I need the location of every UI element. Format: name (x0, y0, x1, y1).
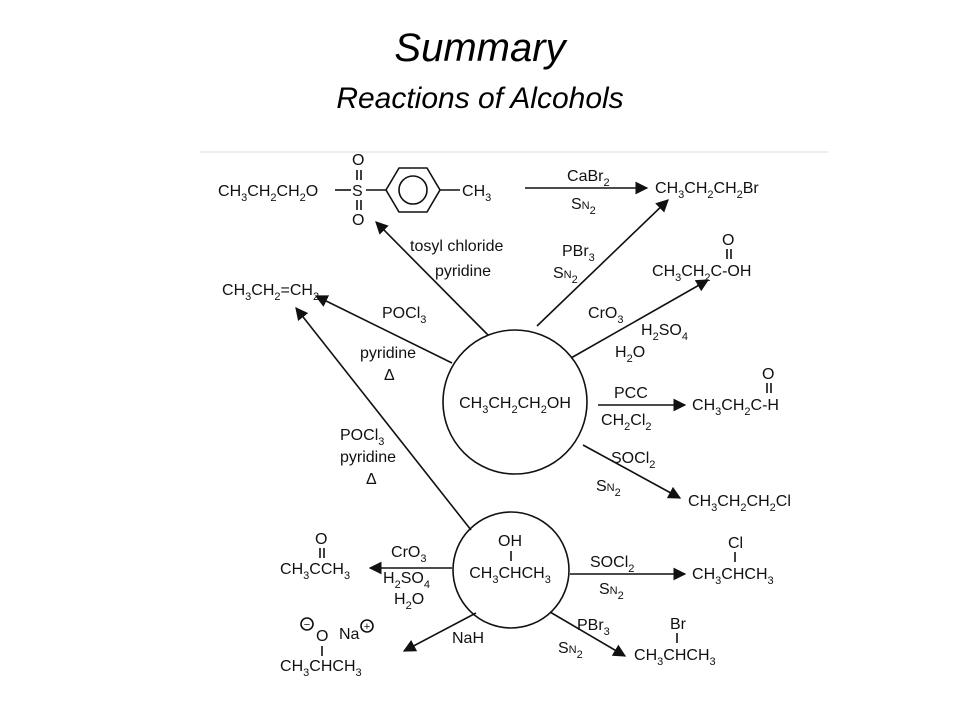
arrow-elimination-isopropanol (295, 306, 472, 531)
aldehyde-product: CH3CH2C-H (692, 397, 779, 418)
reagent-sn2-socl2-isopropanol: SN2 (599, 581, 624, 602)
reagent-cro3-ketone: CrO3 (391, 544, 426, 565)
tosylate-methyl: CH3 (462, 183, 491, 204)
tosylate-oxygen-bottom: O (352, 212, 364, 229)
reagent-pcc: PCC (614, 385, 648, 402)
positive-charge-symbol: + (364, 621, 370, 633)
reagent-sn2-socl2-propanol: SN2 (596, 478, 621, 499)
acid-oxygen: O (722, 232, 734, 249)
positive-charge-circle (360, 619, 374, 633)
alkene-product: CH3CH2=CH2 (222, 282, 319, 303)
slide-subtitle: Reactions of Alcohols (336, 82, 624, 115)
reagent-sn2-pbr3: SN2 (553, 265, 578, 286)
reagent-socl2-propanol: SOCl2 (611, 450, 655, 471)
propanol-formula: CH3CH2CH2OH (459, 395, 571, 416)
tosylate-chain: CH3CH2CH2O (218, 183, 318, 204)
iso-chloride-chain: CH3CHCH3 (692, 566, 774, 587)
iso-bromide-br: Br (670, 616, 687, 633)
arrow-elimination-propanol (314, 295, 453, 364)
reagent-sn2-pbr3-isopropanol: SN2 (558, 640, 583, 661)
reagent-h2o-ketone: H2O (394, 591, 424, 612)
arrow-socl2-propanol (582, 444, 682, 499)
acid-product: CH3CH2C-OH (652, 263, 751, 284)
reagent-socl2-isopropanol: SOCl2 (590, 554, 634, 575)
arrow-pbr3-isopropanol (549, 611, 627, 657)
ketone-oxygen: O (315, 531, 327, 548)
reagent-pbr3-isopropanol: PBr3 (577, 617, 610, 638)
slide-title: Summary (394, 26, 566, 70)
alkoxide-chain: CH3CHCH3 (280, 658, 362, 679)
isopropanol-circle (452, 511, 570, 629)
reagent-heat-propanol: Δ (384, 367, 395, 384)
alkoxide-oxygen: O (316, 628, 328, 645)
reagent-h2so4-acid: H2SO4 (641, 322, 688, 343)
reagent-nah: NaH (452, 630, 484, 647)
reagent-heat-isopropanol: Δ (366, 471, 377, 488)
tosylate-sulfur: S (352, 183, 363, 200)
iso-chloride-cl: Cl (728, 535, 743, 552)
aldehyde-oxygen: O (762, 366, 774, 383)
reagent-pocl3-propanol: POCl3 (382, 305, 426, 326)
reagent-pyridine-propanol: pyridine (360, 345, 416, 362)
arrow-nah (402, 612, 477, 652)
reagent-h2o-acid: H2O (615, 344, 645, 365)
arrow-tosylation (375, 221, 489, 336)
ketone-product: CH3CCH3 (280, 561, 350, 582)
propanol-circle (442, 329, 588, 475)
negative-charge-symbol: − (304, 619, 310, 631)
isopropanol-chain: CH3CHCH3 (469, 565, 551, 586)
alkoxide-sodium: Na (339, 626, 360, 643)
negative-charge-circle (300, 617, 314, 631)
reagent-pbr3-bromide: PBr3 (562, 243, 595, 264)
reagent-ch2cl2: CH2Cl2 (601, 412, 652, 433)
reagent-pyridine-isopropanol: pyridine (340, 449, 396, 466)
benzene-ring (385, 167, 441, 213)
isopropanol-oh: OH (498, 533, 522, 550)
reagent-cro3-acid: CrO3 (588, 305, 623, 326)
reagent-sn2-cabr2: SN2 (571, 196, 596, 217)
reagent-pocl3-isopropanol: POCl3 (340, 427, 384, 448)
tosylate-oxygen-top: O (352, 152, 364, 169)
iso-bromide-chain: CH3CHCH3 (634, 647, 716, 668)
chloride-product: CH3CH2CH2Cl (688, 493, 791, 514)
bromide-product: CH3CH2CH2Br (655, 180, 759, 201)
reagent-h2so4-ketone: H2SO4 (383, 570, 430, 591)
reagent-cabr2: CaBr2 (567, 168, 610, 189)
arrow-pbr3-bromide (536, 199, 669, 327)
reagent-pyridine-tosyl: pyridine (435, 263, 491, 280)
arrow-oxidation-acid (570, 279, 710, 359)
reagent-tosyl-chloride: tosyl chloride (410, 238, 503, 255)
benzene-ring-aromatic (398, 175, 428, 205)
